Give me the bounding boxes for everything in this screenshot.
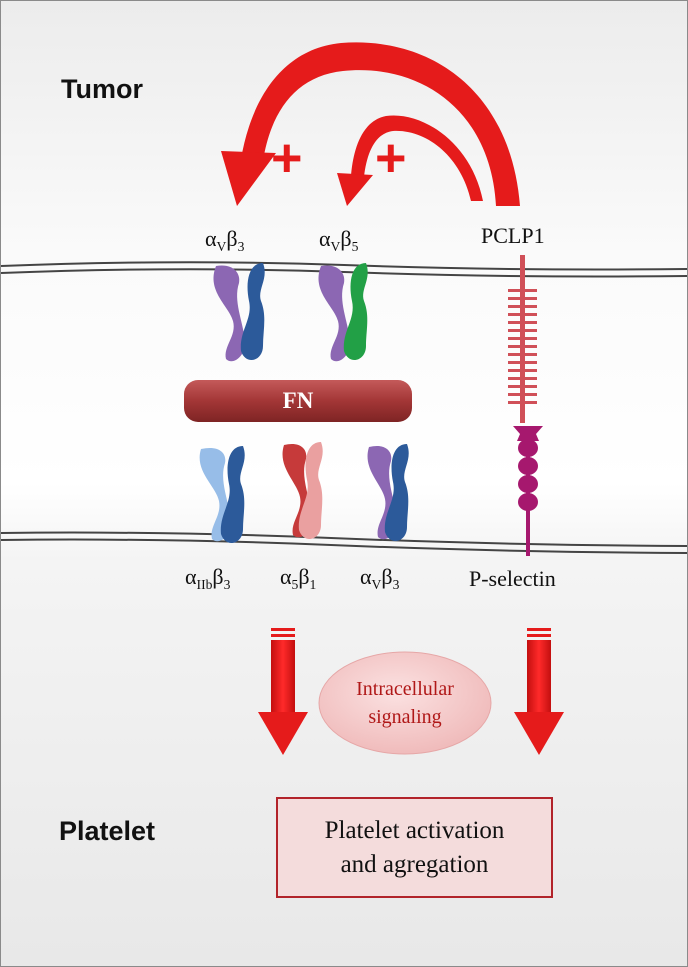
beta-symbol: β	[381, 564, 393, 589]
platelet-integrin-avb3	[367, 444, 409, 542]
beta-subscript: 3	[223, 576, 231, 592]
beta-subscript: 3	[392, 576, 400, 592]
signaling-line-1: Intracellular	[356, 678, 454, 700]
tumor-integrin-avb5	[318, 263, 368, 362]
alpha-subscript: 5	[291, 576, 299, 592]
alpha-symbol: α	[319, 226, 331, 251]
beta-subscript: 5	[351, 238, 359, 254]
pclp1-molecule	[508, 255, 537, 423]
alpha-symbol: α	[360, 564, 372, 589]
plus-sign-1: +	[271, 128, 303, 188]
platelet-integrin-a5b1-label: α5β1	[280, 564, 316, 593]
outcome-line-2: and agregation	[340, 850, 489, 878]
fn-label: FN	[282, 388, 314, 413]
plus-sign-2: +	[375, 128, 407, 188]
pclp1-to-avb5-arrow	[337, 115, 483, 206]
intracellular-signaling-text: Intracellular signaling	[319, 652, 491, 754]
fn-bar	[184, 380, 412, 422]
tumor-integrin-avb3	[213, 263, 265, 362]
alpha-subscript: V	[371, 576, 382, 592]
platelet-integrin-a5b1	[282, 442, 323, 540]
alpha-subscript: V	[216, 238, 227, 254]
tumor-membrane	[1, 261, 687, 278]
pclp1-to-avb3-arrow	[221, 42, 520, 206]
beta-symbol: β	[298, 564, 310, 589]
platelet-integrin-aiibb3-label: αIIbβ3	[185, 564, 230, 593]
tumor-integrin-avb5-label: αVβ5	[319, 226, 358, 255]
p-selectin-label: P-selectin	[469, 566, 556, 591]
left-down-arrow	[258, 628, 308, 755]
signaling-ellipse	[318, 651, 492, 755]
alpha-subscript: IIb	[196, 576, 213, 592]
platelet-membrane	[1, 531, 687, 554]
alpha-symbol: α	[185, 564, 197, 589]
platelet-integrin-aiibb3	[199, 446, 245, 544]
beta-symbol: β	[340, 226, 352, 251]
p-selectin-molecule	[513, 426, 543, 556]
tumor-label: Tumor	[61, 74, 143, 104]
beta-subscript: 1	[309, 576, 317, 592]
alpha-symbol: α	[280, 564, 292, 589]
signaling-line-2: signaling	[368, 706, 442, 728]
alpha-symbol: α	[205, 226, 217, 251]
beta-symbol: β	[226, 226, 238, 251]
alpha-subscript: V	[330, 238, 341, 254]
platelet-integrin-avb3-label: αVβ3	[360, 564, 399, 593]
outcome-line-1: Platelet activation	[324, 816, 505, 844]
beta-symbol: β	[212, 564, 224, 589]
pclp1-label: PCLP1	[481, 223, 545, 248]
beta-subscript: 3	[237, 238, 245, 254]
tumor-integrin-avb3-label: αVβ3	[205, 226, 244, 255]
right-down-arrow	[514, 628, 564, 755]
platelet-label: Platelet	[59, 816, 156, 846]
platelet-activation-box: Platelet activation and agregation	[276, 797, 553, 898]
